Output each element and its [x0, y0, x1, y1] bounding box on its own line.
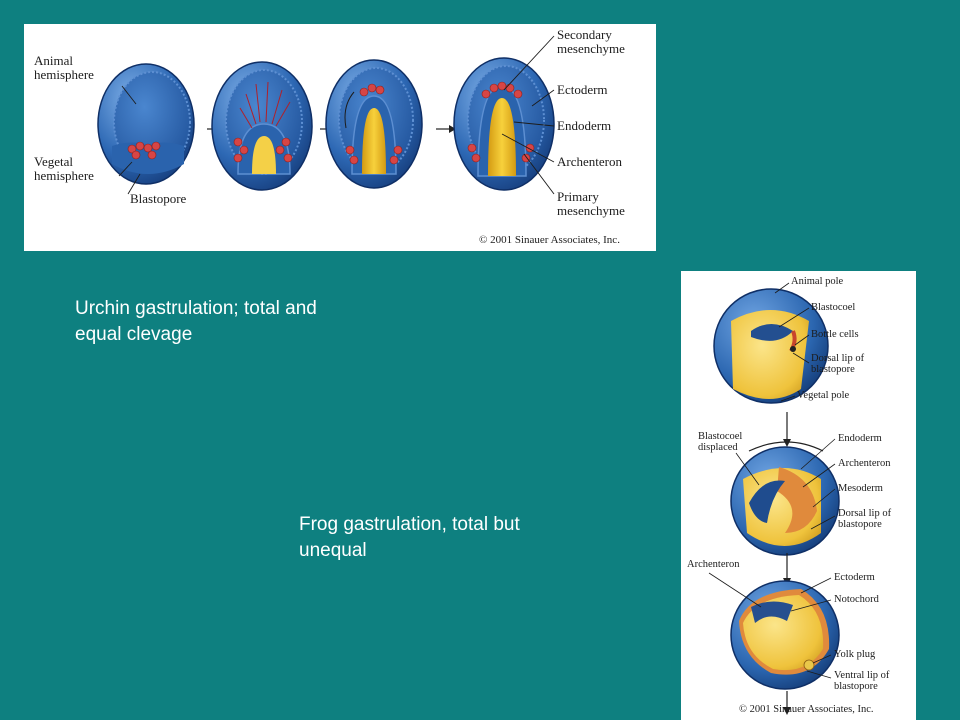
- label-archenteron: Archenteron: [838, 458, 891, 469]
- label-notochord: Notochord: [834, 594, 879, 605]
- label-animal-hemisphere: Animal hemisphere: [34, 53, 94, 82]
- label-secondary-mesenchyme: Secondary mesenchyme: [557, 27, 625, 56]
- label-vegetal-hemisphere: Vegetal hemisphere: [34, 154, 94, 183]
- label-archenteron: Archenteron: [557, 154, 622, 169]
- urchin-embryo-1: [97, 63, 195, 185]
- arrow-icon: [783, 439, 791, 447]
- frog-copyright: © 2001 Sinauer Associates, Inc.: [739, 704, 874, 715]
- urchin-copyright: © 2001 Sinauer Associates, Inc.: [479, 234, 620, 246]
- caption-urchin: Urchin gastrulation; total and equal cle…: [75, 298, 317, 345]
- leader-lines: [708, 282, 836, 679]
- primary-mesenchyme-cells: [127, 141, 161, 160]
- caption-frog: Frog gastrulation, total but unequal: [299, 514, 520, 561]
- frog-embryo-1: [713, 288, 829, 404]
- label-endoderm: Endoderm: [557, 118, 612, 133]
- urchin-embryo-2: [211, 61, 313, 191]
- urchin-embryo-3: [325, 59, 423, 189]
- frog-illustration: [708, 282, 840, 715]
- frog-embryo-2: [730, 446, 840, 556]
- leader-lines: [118, 35, 555, 195]
- label-animal-pole: Animal pole: [791, 276, 844, 287]
- label-ectoderm: Ectoderm: [557, 82, 608, 97]
- label-yolk-plug: Yolk plug: [834, 649, 876, 660]
- filopodia: [239, 81, 291, 129]
- label-ventral-lip: Ventral lip of blastopore: [834, 670, 890, 692]
- label-dorsal-lip-2: Dorsal lip of blastopore: [838, 508, 892, 530]
- label-archenteron-left: Archenteron: [687, 559, 740, 570]
- frog-embryo-3: [730, 580, 840, 690]
- curved-arrow-icon: [748, 441, 824, 452]
- frog-gastrulation-figure: Animal pole Blastocoel Bottle cells Dors…: [681, 271, 916, 720]
- label-blastopore: Blastopore: [130, 191, 187, 206]
- label-endoderm: Endoderm: [838, 433, 882, 444]
- label-blastocoel: Blastocoel: [811, 302, 856, 313]
- label-primary-mesenchyme: Primary mesenchyme: [557, 189, 625, 218]
- label-vegetal-pole: Vegetal pole: [797, 390, 850, 401]
- arrow-icon: [449, 125, 456, 133]
- label-ectoderm: Ectoderm: [834, 572, 875, 583]
- label-mesoderm: Mesoderm: [838, 483, 883, 494]
- urchin-illustration: [97, 35, 555, 195]
- urchin-gastrulation-figure: Animal hemisphere Vegetal hemisphere Bla…: [24, 24, 656, 251]
- arrow-icon: [783, 707, 791, 715]
- urchin-embryo-4: [453, 57, 555, 191]
- label-blastocoel-displaced: Blastocoel displaced: [698, 431, 743, 453]
- label-dorsal-lip-1: Dorsal lip of blastopore: [811, 353, 865, 375]
- label-bottle-cells: Bottle cells: [811, 329, 859, 340]
